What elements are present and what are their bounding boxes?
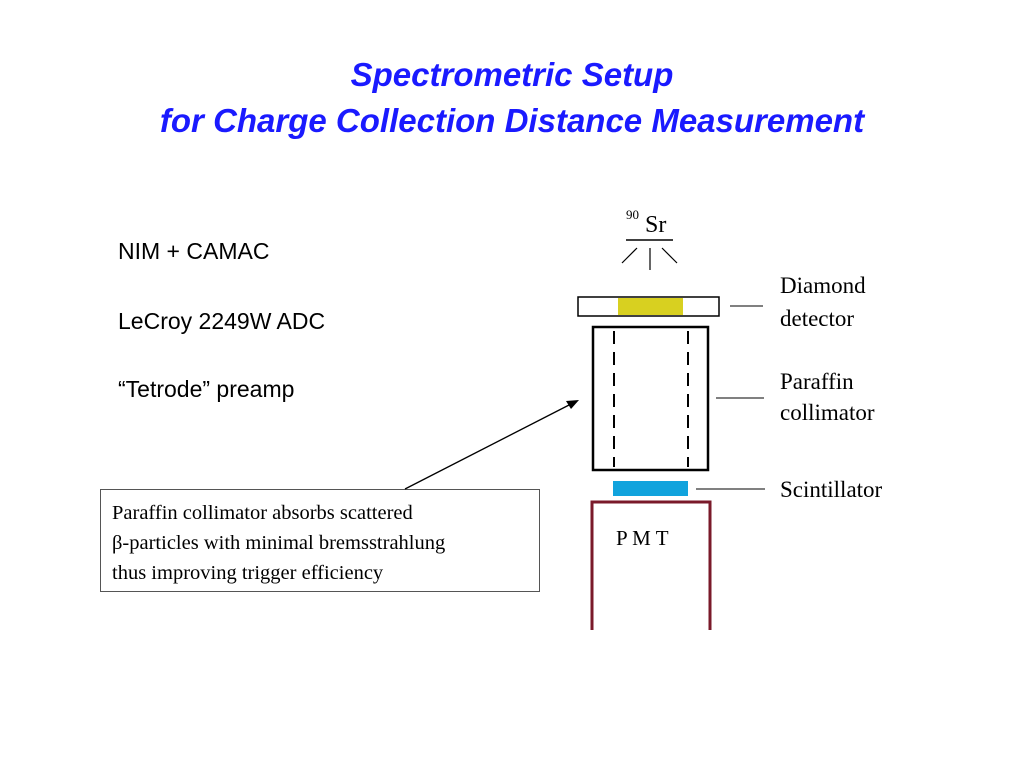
paraffin-label-line-1: Paraffin (780, 369, 854, 394)
pmt-housing (590, 500, 712, 630)
paraffin-label-line-2: collimator (780, 400, 875, 425)
note-box: Paraffin collimator absorbs scattered β-… (100, 489, 540, 592)
diamond-label-line-2: detector (780, 306, 854, 331)
diamond-label-line-1: Diamond (780, 273, 866, 298)
diamond-crystal (618, 298, 683, 315)
title-line-1: Spectrometric Setup (350, 56, 674, 93)
beta-ray-left (621, 247, 638, 264)
setup-item-preamp: “Tetrode” preamp (118, 376, 295, 402)
source-mass-number: 90 (626, 207, 639, 222)
note-line-1: Paraffin collimator absorbs scattered (112, 502, 413, 524)
slide-title: Spectrometric Setup for Charge Collectio… (0, 52, 1024, 144)
paraffin-collimator (591, 325, 710, 472)
scintillator-label: Scintillator (780, 477, 883, 502)
note-line-3: thus improving trigger efficiency (112, 562, 384, 584)
pointer-arrow-line (404, 403, 572, 490)
note-line-2: β-particles with minimal bremsstrahlung (112, 532, 446, 554)
pointer-arrowhead (566, 400, 579, 409)
title-line-2: for Charge Collection Distance Measureme… (159, 102, 865, 139)
source-symbol: Sr (645, 212, 666, 238)
setup-item-nim-camac: NIM + CAMAC (118, 238, 270, 264)
scintillator (613, 481, 688, 496)
pmt-label: P M T (616, 526, 669, 550)
setup-item-adc: LeCroy 2249W ADC (118, 308, 326, 334)
beta-ray-right (661, 247, 678, 264)
